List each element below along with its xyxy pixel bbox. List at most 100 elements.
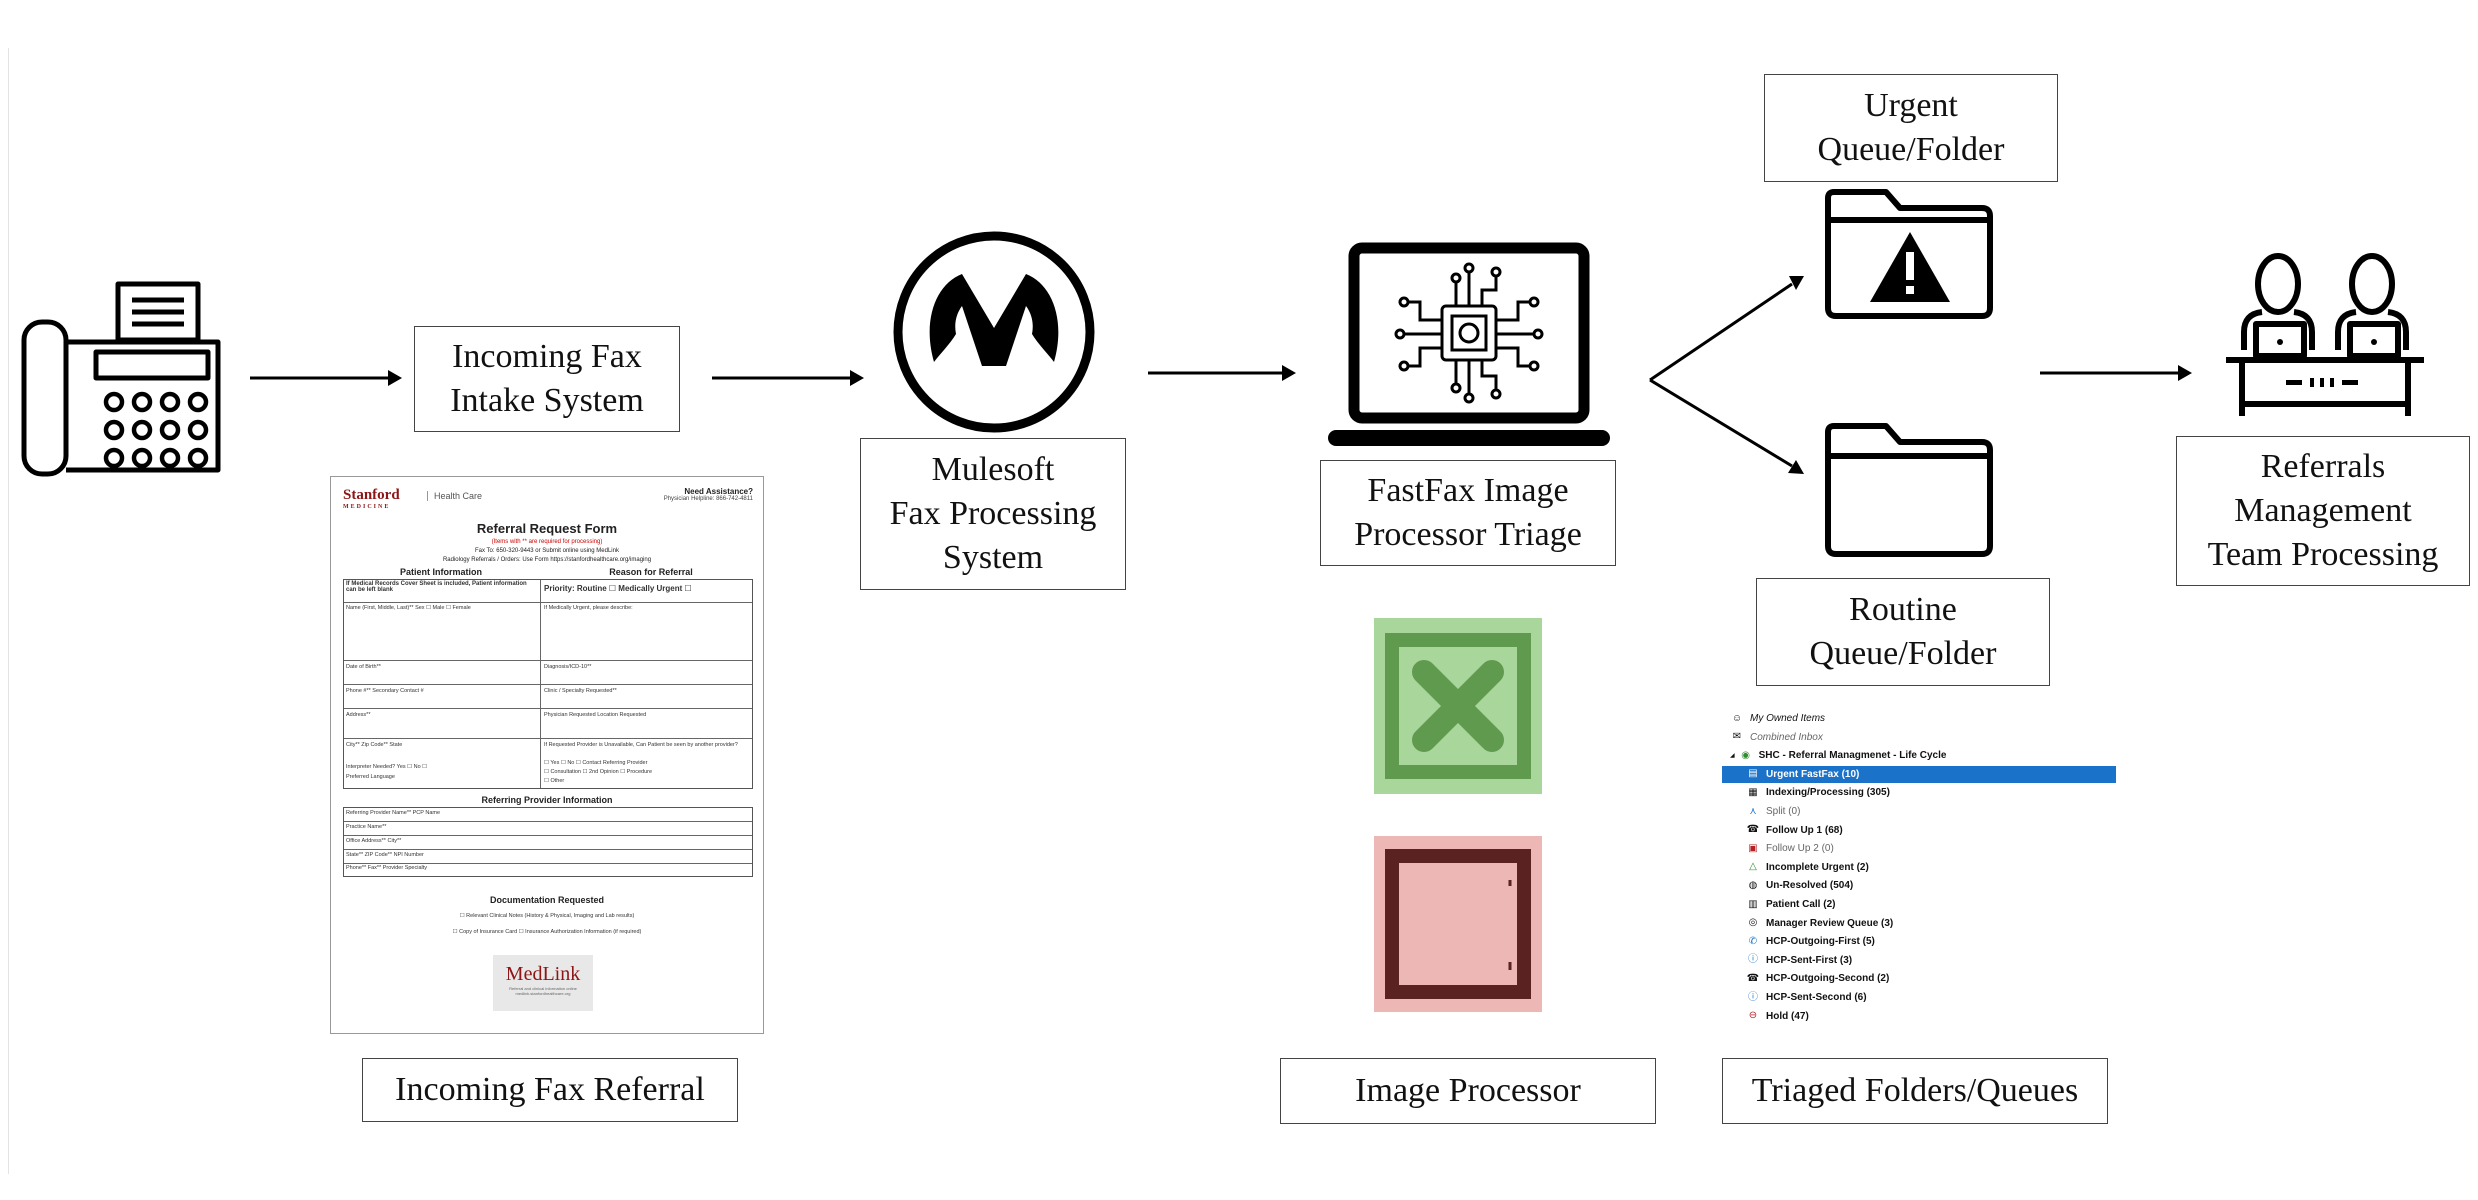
need-label: Need Assistance? xyxy=(684,487,753,496)
queue-icon: ▤ xyxy=(1748,768,1758,780)
queue-row[interactable]: ☺ My Owned Items xyxy=(1722,710,2116,727)
incoming-fax-referral-caption: Incoming Fax Referral xyxy=(362,1058,738,1122)
intake-line-1: Incoming Fax xyxy=(452,337,642,375)
frame-edge xyxy=(8,48,9,1174)
referrals-line-2: Management xyxy=(2234,491,2412,529)
urgent-describe: If Medically Urgent, please describe: xyxy=(544,605,633,611)
team-at-desk-icon xyxy=(2226,253,2424,416)
triaged-folders-caption: Triaged Folders/Queues xyxy=(1722,1058,2108,1124)
person-icon: ☺ xyxy=(1731,712,1743,724)
form-required-note: (Items with ** are required for processi… xyxy=(491,539,603,545)
reason-heading: Reason for Referral xyxy=(609,567,693,577)
queue-row[interactable]: ✉Combined Inbox xyxy=(1722,729,2116,746)
form-fax-line: Fax To: 650-320-9443 or Submit online us… xyxy=(475,548,619,554)
urgent-line-2: Queue/Folder xyxy=(1817,131,2005,168)
queue-label: Hold (47) xyxy=(1766,1010,1809,1022)
split-icon: ⋏ xyxy=(1749,805,1757,817)
triaged-label: Triaged Folders/Queues xyxy=(1751,1071,2079,1109)
field-unavailable: If Requested Provider is Unavailable, Ca… xyxy=(544,742,738,748)
queue-label: HCP-Outgoing-Second (2) xyxy=(1766,973,1890,985)
field-name: Name (First, Middle, Last)** Sex ☐ Male … xyxy=(346,605,471,611)
form-radiology-line: Radiology Referrals / Orders: Use Form h… xyxy=(442,557,652,563)
expand-triangle-icon[interactable]: ◢ xyxy=(1730,753,1735,760)
image-processor-caption: Image Processor xyxy=(1280,1058,1656,1124)
cover-note: If Medical Records Cover Sheet is includ… xyxy=(346,581,527,593)
fastfax-line-1: FastFax Image xyxy=(1367,471,1569,509)
queue-label: Patient Call (2) xyxy=(1766,899,1836,910)
queue-label: My Owned Items xyxy=(1750,713,1826,724)
referring-provider-heading: Referring Provider Information xyxy=(481,795,613,805)
ref-row-3: Office Address** City** xyxy=(346,838,402,844)
green-x-checkbox-icon xyxy=(1374,618,1542,794)
doc-line-2: ☐ Copy of Insurance Card ☐ Insurance Aut… xyxy=(452,929,642,935)
queue-row[interactable]: ▥ Patient Call (2) xyxy=(1722,896,2116,913)
field-city: City** Zip Code** State xyxy=(346,742,403,748)
info-icon: ⓘ xyxy=(1748,954,1758,966)
calendar-icon: ▣ xyxy=(1748,842,1758,854)
search-icon: ◍ xyxy=(1748,879,1758,891)
field-diagnosis: Diagnosis/ICD-10** xyxy=(544,664,592,670)
queue-row[interactable]: ⋏ Split (0) xyxy=(1722,803,2116,820)
routine-line-1: Routine xyxy=(1849,590,1957,628)
tree-icon: ◉ xyxy=(1741,749,1750,761)
mulesoft-line-2: Fax Processing xyxy=(889,494,1097,532)
field-consult: ☐ Consultation ☐ 2nd Opinion ☐ Procedure xyxy=(544,769,653,775)
queue-row[interactable]: ◍Un-Resolved (504) xyxy=(1722,877,2116,894)
field-other: ☐ Other xyxy=(544,778,565,784)
warning-folder-icon xyxy=(1825,189,1993,319)
field-dob: Date of Birth** xyxy=(346,664,381,670)
queue-row[interactable]: ▦Indexing/Processing (305) xyxy=(1722,784,2116,801)
ref-row-2: Practice Name** xyxy=(346,824,387,830)
phone-icon: ☎ xyxy=(1746,824,1760,836)
queue-row[interactable]: ☎ Follow Up 1 (68) xyxy=(1722,822,2116,839)
queue-label: HCP-Sent-Second (6) xyxy=(1766,992,1867,1003)
queue-row[interactable]: ◎ Manager Review Queue (3) xyxy=(1722,915,2116,932)
phone-book-icon: ▥ xyxy=(1748,898,1758,910)
logo-name: Stanford xyxy=(343,487,400,503)
queue-label: Incomplete Urgent (2) xyxy=(1766,861,1869,873)
referrals-line-1: Referrals xyxy=(2260,447,2386,485)
medlink-name: MedLink xyxy=(505,963,581,985)
fax-machine-icon xyxy=(21,281,221,477)
ref-row-5: Phone** Fax** Provider Specialty xyxy=(346,865,428,871)
queue-label: Split (0) xyxy=(1766,806,1801,817)
queue-row[interactable]: ✆HCP-Outgoing-First (5) xyxy=(1722,933,2116,950)
ref-row-4: State** ZIP Code** NPI Number xyxy=(346,852,424,858)
doc-line-1: ☐ Relevant Clinical Notes (History & Phy… xyxy=(459,913,635,919)
image-processor-label: Image Processor xyxy=(1355,1071,1581,1109)
inbox-icon: ✉ xyxy=(1732,731,1742,743)
field-clinic: Clinic / Specialty Requested** xyxy=(544,688,617,694)
mulesoft-line-1: Mulesoft xyxy=(931,450,1055,488)
queue-label: HCP-Outgoing-First (5) xyxy=(1766,936,1875,948)
queue-label: Follow Up 1 (68) xyxy=(1766,824,1843,836)
field-interpreter: Interpreter Needed? Yes ☐ No ☐ xyxy=(346,764,428,770)
ai-chip-laptop-icon xyxy=(1328,242,1610,446)
queue-row[interactable]: ▤Urgent FastFax (10) xyxy=(1722,765,2116,783)
health-care-label: Health Care xyxy=(427,491,482,501)
queue-row[interactable]: ☎ HCP-Outgoing-Second (2) xyxy=(1722,970,2116,987)
queue-row[interactable]: ⊖Hold (47) xyxy=(1722,1008,2116,1025)
arrow-fax-to-intake xyxy=(250,370,402,386)
queue-row[interactable]: ▣ Follow Up 2 (0) xyxy=(1722,840,2116,857)
arrow-intake-to-mulesoft xyxy=(712,370,864,386)
phone-icon: ☎ xyxy=(1746,972,1760,984)
triaged-queue-list: ☺My Owned Items✉Combined Inbox◢◉SHC - Re… xyxy=(1722,706,2116,1036)
manager-icon: ◎ xyxy=(1748,917,1758,929)
need-assistance: Need Assistance?Physician Helpline: 866-… xyxy=(664,487,753,502)
mulesoft-line-3: System xyxy=(942,539,1044,577)
queue-row[interactable]: ◢◉SHC - Referral Managmenet - Life Cycle xyxy=(1722,747,2116,764)
queue-label: Follow Up 2 (0) xyxy=(1766,843,1834,855)
queue-label: Manager Review Queue (3) xyxy=(1766,917,1894,929)
field-yes-no: ☐ Yes ☐ No ☐ Contact Referring Provider xyxy=(544,760,648,766)
patient-info-heading: Patient Information xyxy=(399,567,482,577)
index-icon: ▦ xyxy=(1748,786,1758,798)
ref-row-1: Referring Provider Name** PCP Name xyxy=(346,810,441,816)
routine-line-2: Queue/Folder xyxy=(1809,635,1997,672)
queue-row[interactable]: △Incomplete Urgent (2) xyxy=(1722,859,2116,876)
